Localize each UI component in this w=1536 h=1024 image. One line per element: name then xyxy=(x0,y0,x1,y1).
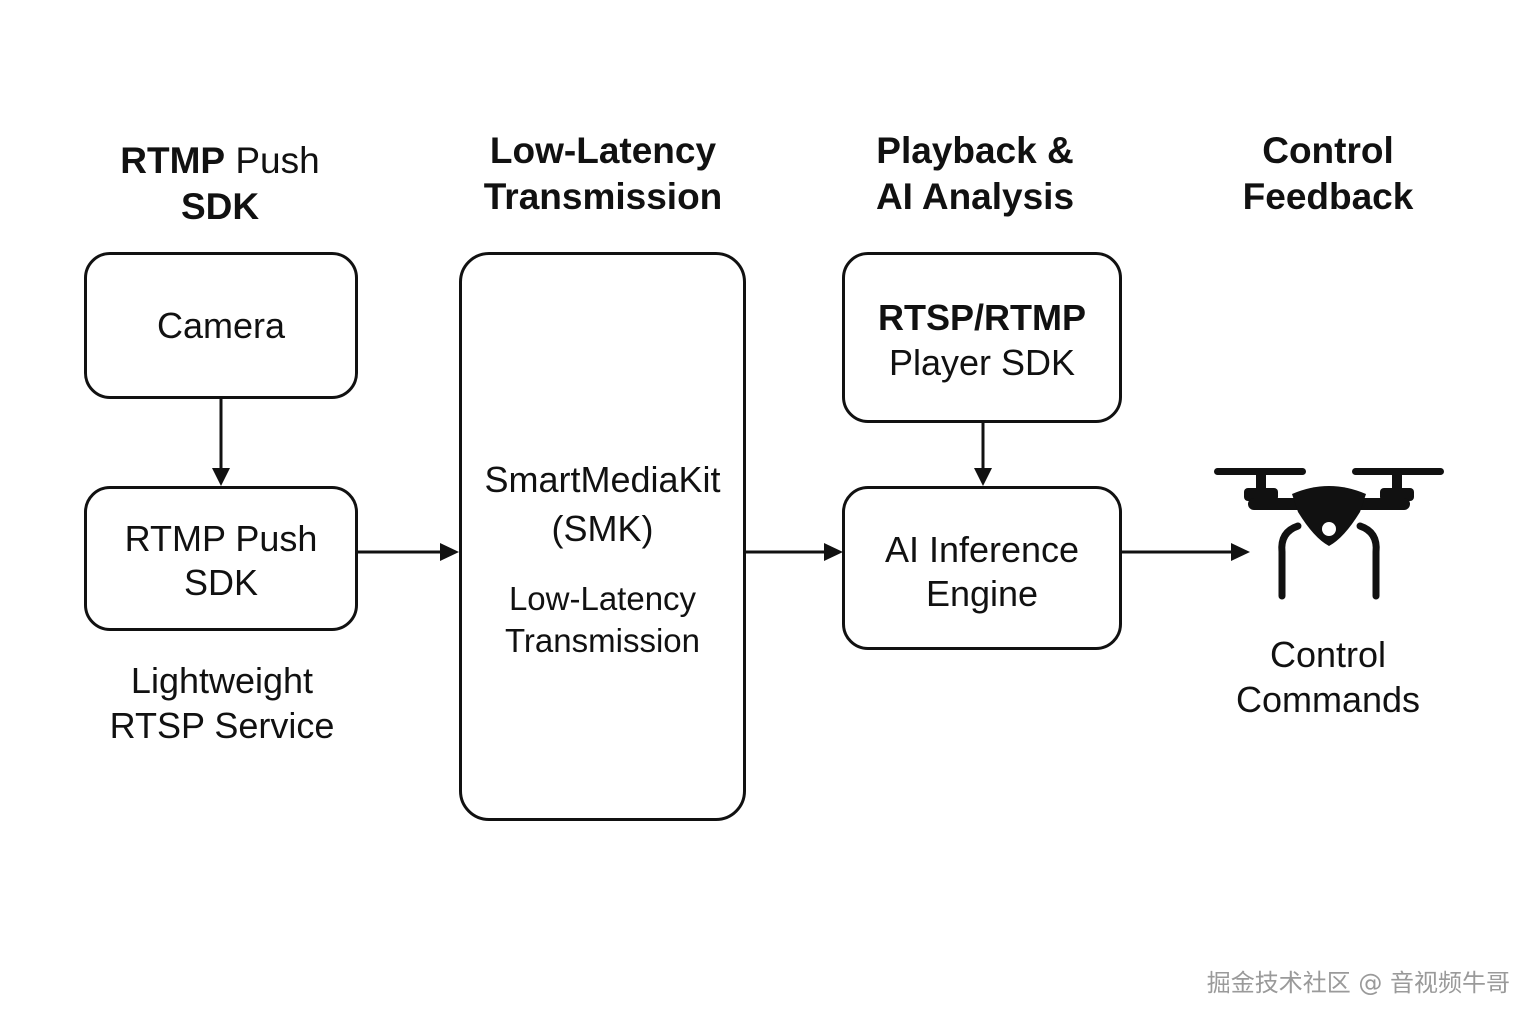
smk-sub-low-latency: Low-Latency xyxy=(508,580,697,617)
arrowhead-player-to-ai xyxy=(974,468,992,486)
ai-inference-engine-box: AI Inference Engine xyxy=(842,486,1122,650)
heading-transmission: Transmission xyxy=(483,176,723,217)
player-sdk-label: Player SDK xyxy=(888,342,1076,383)
heading-playback: Playback & xyxy=(876,130,1074,171)
heading-low-latency: Low-Latency xyxy=(489,130,717,171)
heading-push: Push xyxy=(225,140,320,181)
heading-rtmp-push-sdk: RTMP Push SDK xyxy=(80,138,360,230)
control-commands-line1: Control xyxy=(1269,634,1387,675)
smk-sub-transmission: Transmission xyxy=(505,622,700,659)
rtmp-push-sdk-box: RTMP Push SDK xyxy=(84,486,358,631)
camera-label: Camera xyxy=(156,305,286,346)
heading-playback-ai-analysis: Playback & AI Analysis xyxy=(830,128,1120,220)
heading-feedback: Feedback xyxy=(1242,176,1414,217)
heading-low-latency-transmission: Low-Latency Transmission xyxy=(440,128,766,220)
heading-ai-analysis: AI Analysis xyxy=(875,176,1075,217)
heading-rtmp-bold: RTMP xyxy=(120,140,226,181)
ai-engine-label: Engine xyxy=(925,573,1039,614)
rtsp-lightweight: Lightweight xyxy=(130,660,314,701)
rtmp-push-label: RTMP Push xyxy=(124,518,318,559)
smartmediakit-box: SmartMediaKit (SMK) Low-Latency Transmis… xyxy=(459,252,746,821)
smk-title: SmartMediaKit xyxy=(484,459,721,500)
arrowhead-push-to-smk xyxy=(440,543,459,561)
rtmp-push-sdk-label: SDK xyxy=(183,562,259,603)
arrowhead-camera-to-push xyxy=(212,468,230,486)
watermark: 掘金技术社区 @ 音视频牛哥 xyxy=(1206,969,1510,997)
heading-sdk: SDK xyxy=(180,186,260,227)
smk-abbrev: (SMK) xyxy=(551,508,654,549)
rtsp-service: RTSP Service xyxy=(109,705,335,746)
heading-control: Control xyxy=(1262,130,1394,171)
player-protocol-label: RTSP/RTMP xyxy=(877,297,1086,338)
drone-icon xyxy=(1214,468,1444,600)
arrowhead-smk-to-ai xyxy=(824,543,843,561)
camera-box: Camera xyxy=(84,252,358,399)
rtsp-service-label: Lightweight RTSP Service xyxy=(80,658,364,748)
control-commands-line2: Commands xyxy=(1235,679,1421,720)
ai-inference-label: AI Inference xyxy=(884,529,1080,570)
heading-control-feedback: Control Feedback xyxy=(1188,128,1468,220)
player-sdk-box: RTSP/RTMP Player SDK xyxy=(842,252,1122,423)
control-commands-label: Control Commands xyxy=(1188,632,1468,722)
arrowhead-ai-to-drone xyxy=(1231,543,1250,561)
